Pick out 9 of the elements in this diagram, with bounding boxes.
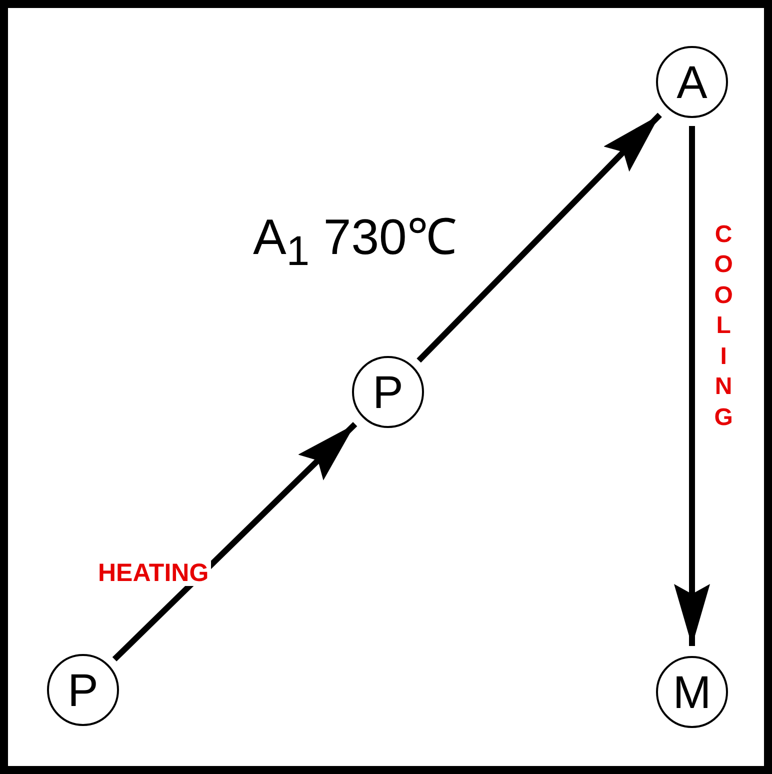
phase-letter: M: [672, 669, 712, 715]
temperature-label: A$_{1}$ 730℃: [253, 212, 457, 272]
phase-letter: P: [68, 667, 98, 713]
process-label: COOLING: [714, 220, 734, 433]
arrow: [674, 126, 710, 646]
arrow: [416, 112, 662, 363]
phase-letter: A: [676, 59, 708, 105]
phase-letter: P: [372, 369, 404, 415]
arrow: [112, 422, 358, 662]
